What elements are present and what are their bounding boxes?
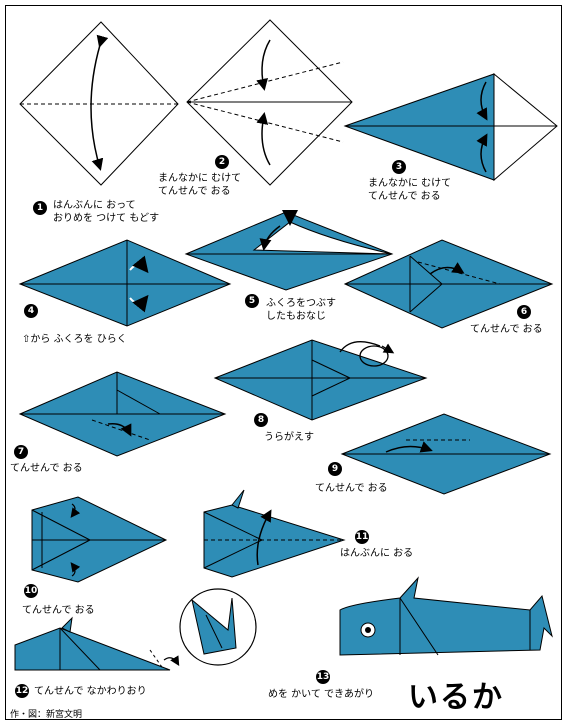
step-11-line-1: はんぶんに おる (340, 548, 414, 559)
step-5-diagram (184, 210, 394, 291)
step-2-caption: まんなかに むけて てんせんで おる (158, 172, 241, 198)
step-2-number: 2 (215, 155, 229, 169)
step-10-diagram (31, 496, 168, 583)
step-1-number: 1 (33, 201, 47, 215)
step-13-line-1: めを かいて できあがり (268, 689, 375, 700)
step-5-number: 5 (245, 294, 259, 308)
step-4-line-1: ⇧から ふくろを ひらく (22, 334, 127, 345)
step-11-diagram (203, 489, 346, 578)
step-7-number: 7 (14, 445, 28, 459)
step-5-caption: ふくろをつぶす したもおなじ (266, 297, 336, 323)
step-9-number: 9 (328, 462, 342, 476)
step-2-line-2: てんせんで おる (158, 186, 231, 197)
step-8-diagram (213, 339, 428, 421)
step-5-line-2: したもおなじ (266, 311, 326, 322)
step-1-line-2: おりめを つけて もどす (53, 213, 160, 224)
step-10-number: 10 (24, 584, 38, 598)
step-12-caption: てんせんで なかわりおり (34, 685, 147, 698)
step-1-line-1: はんぶんに おって (53, 200, 136, 211)
step-3-line-2: てんせんで おる (368, 191, 441, 202)
step-5-line-1: ふくろをつぶす (266, 298, 336, 309)
page-frame (5, 5, 562, 720)
step-4-number: 4 (24, 304, 38, 318)
credit-text: 作・図：新宮文明 (10, 710, 83, 720)
step-11-caption: はんぶんに おる (340, 547, 413, 560)
step-11-number: 11 (355, 530, 369, 544)
step-12-line-1: てんせんで なかわりおり (34, 686, 147, 697)
step-2-line-1: まんなかに むけて (158, 173, 242, 184)
step-13-caption: めを かいて できあがり (268, 688, 374, 701)
step-13-number: 13 (316, 670, 330, 684)
step-10-line-1: てんせんで おる (22, 605, 95, 616)
step-9-line-1: てんせんで おる (315, 483, 388, 494)
step-3-line-1: まんなかに むけて (368, 178, 452, 189)
step-4-diagram (18, 239, 232, 327)
step-6-diagram (343, 239, 554, 329)
step-4-caption: ⇧から ふくろを ひらく (22, 333, 127, 346)
step-2-diagram (186, 19, 353, 186)
step-12-number: 12 (15, 684, 29, 698)
step-6-caption: てんせんで おる (470, 323, 543, 336)
step-8-number: 8 (254, 413, 268, 427)
step-3-diagram (343, 72, 558, 182)
step-6-number: 6 (517, 305, 531, 319)
step-3-caption: まんなかに むけて てんせんで おる (368, 177, 451, 203)
step-7-line-1: てんせんで おる (10, 463, 83, 474)
step-10-caption: てんせんで おる (22, 604, 95, 617)
step-8-line-1: うらがえす (264, 432, 314, 443)
step-8-caption: うらがえす (264, 431, 314, 444)
step-6-line-1: てんせんで おる (470, 324, 543, 335)
step-13-diagram (339, 576, 553, 656)
step-1-caption: はんぶんに おって おりめを つけて もどす (53, 199, 159, 225)
step-7-diagram (18, 371, 227, 457)
step-1-diagram (19, 21, 179, 186)
step-12-diagram (14, 588, 257, 671)
step-9-diagram (340, 413, 552, 495)
step-3-number: 3 (392, 160, 406, 174)
step-9-caption: てんせんで おる (315, 482, 388, 495)
page-title: いるか (408, 680, 504, 715)
step-7-caption: てんせんで おる (10, 462, 83, 475)
